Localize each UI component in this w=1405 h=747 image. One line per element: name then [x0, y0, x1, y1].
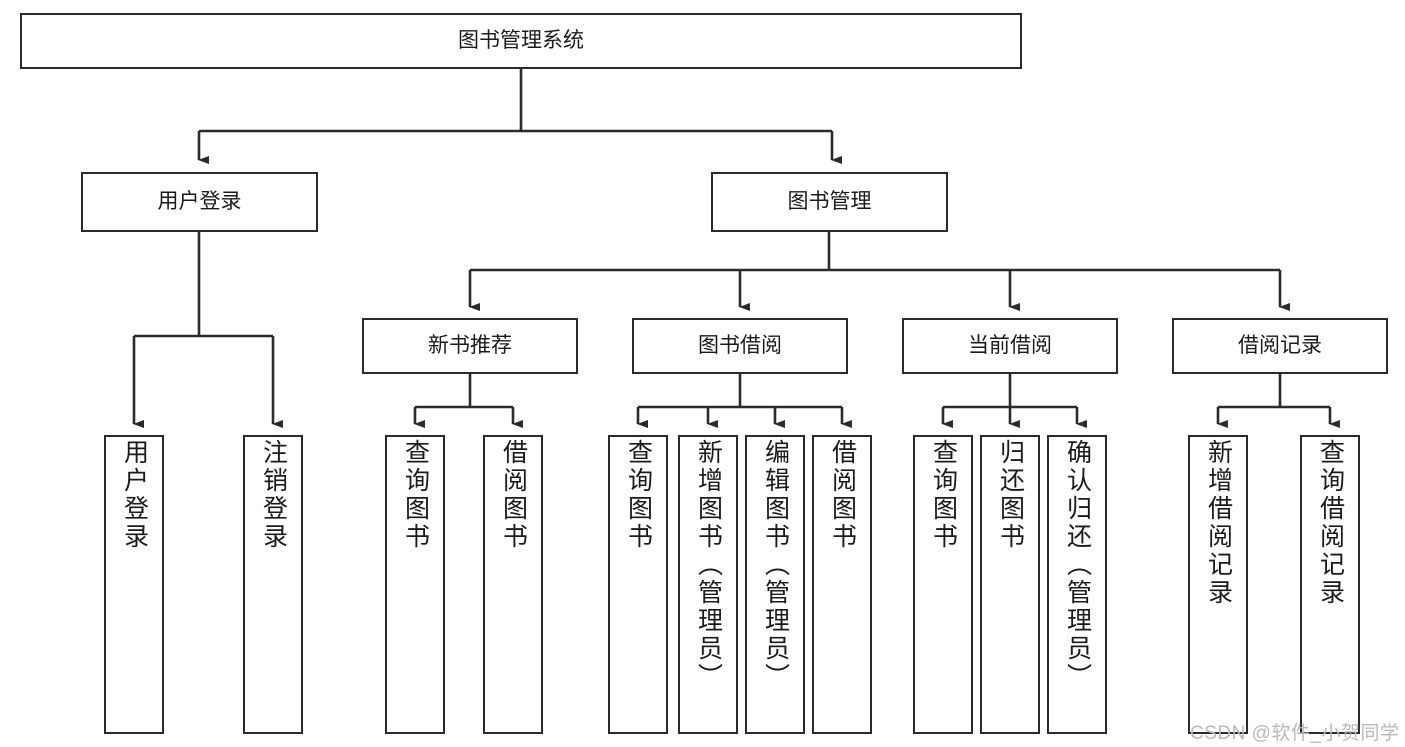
node-system-title[interactable]: 图书管理系统 — [20, 13, 1022, 69]
node-leaf-add-borrow-record[interactable]: 新增借阅记录 — [1188, 435, 1248, 734]
node-leaf-user-login[interactable]: 用户登录 — [104, 435, 164, 734]
node-leaf-confirm-return-admin[interactable]: 确认归还（管理员） — [1047, 435, 1107, 734]
node-leaf-logout-login[interactable]: 注销登录 — [243, 435, 303, 734]
node-current-borrow[interactable]: 当前借阅 — [902, 318, 1118, 374]
node-leaf-query-book-current[interactable]: 查询图书 — [913, 435, 973, 734]
node-label: 借阅图书 — [828, 439, 857, 551]
node-leaf-query-book-borrow[interactable]: 查询图书 — [608, 435, 668, 734]
node-label: 图书管理系统 — [458, 28, 584, 52]
node-label: 查询图书 — [401, 439, 430, 551]
node-leaf-query-book-rec[interactable]: 查询图书 — [385, 435, 445, 734]
node-label: 查询借阅记录 — [1316, 439, 1345, 607]
node-label: 图书管理 — [787, 189, 872, 213]
node-label: 用户登录 — [157, 189, 242, 213]
node-label: 借阅图书 — [499, 439, 528, 551]
node-new-book-recommend[interactable]: 新书推荐 — [362, 318, 578, 374]
node-leaf-add-book-admin[interactable]: 新增图书（管理员） — [678, 435, 738, 734]
node-leaf-edit-book-admin[interactable]: 编辑图书（管理员） — [745, 435, 805, 734]
node-book-management[interactable]: 图书管理 — [711, 172, 948, 232]
node-label: 当前借阅 — [968, 333, 1052, 357]
node-label: 用户登录 — [120, 439, 149, 551]
node-label: 确认归还（管理员） — [1063, 439, 1092, 691]
watermark-text: CSDN @软件_小贺同学 — [1190, 723, 1400, 744]
node-label: 借阅记录 — [1238, 333, 1322, 357]
node-label: 查询图书 — [624, 439, 653, 551]
node-label: 新书推荐 — [428, 333, 512, 357]
node-label: 查询图书 — [929, 439, 958, 551]
node-label: 注销登录 — [259, 439, 288, 551]
node-borrow-record[interactable]: 借阅记录 — [1172, 318, 1388, 374]
node-leaf-borrow-book[interactable]: 借阅图书 — [812, 435, 872, 734]
node-label: 归还图书 — [996, 439, 1025, 551]
node-label: 编辑图书（管理员） — [761, 439, 790, 691]
node-label: 新增图书（管理员） — [694, 439, 723, 691]
node-leaf-return-book[interactable]: 归还图书 — [980, 435, 1040, 734]
node-leaf-borrow-book-rec[interactable]: 借阅图书 — [483, 435, 543, 734]
node-user-login[interactable]: 用户登录 — [81, 172, 318, 232]
node-label: 图书借阅 — [698, 333, 782, 357]
node-leaf-query-borrow-record[interactable]: 查询借阅记录 — [1300, 435, 1360, 734]
node-label: 新增借阅记录 — [1204, 439, 1233, 607]
node-book-borrow[interactable]: 图书借阅 — [632, 318, 848, 374]
